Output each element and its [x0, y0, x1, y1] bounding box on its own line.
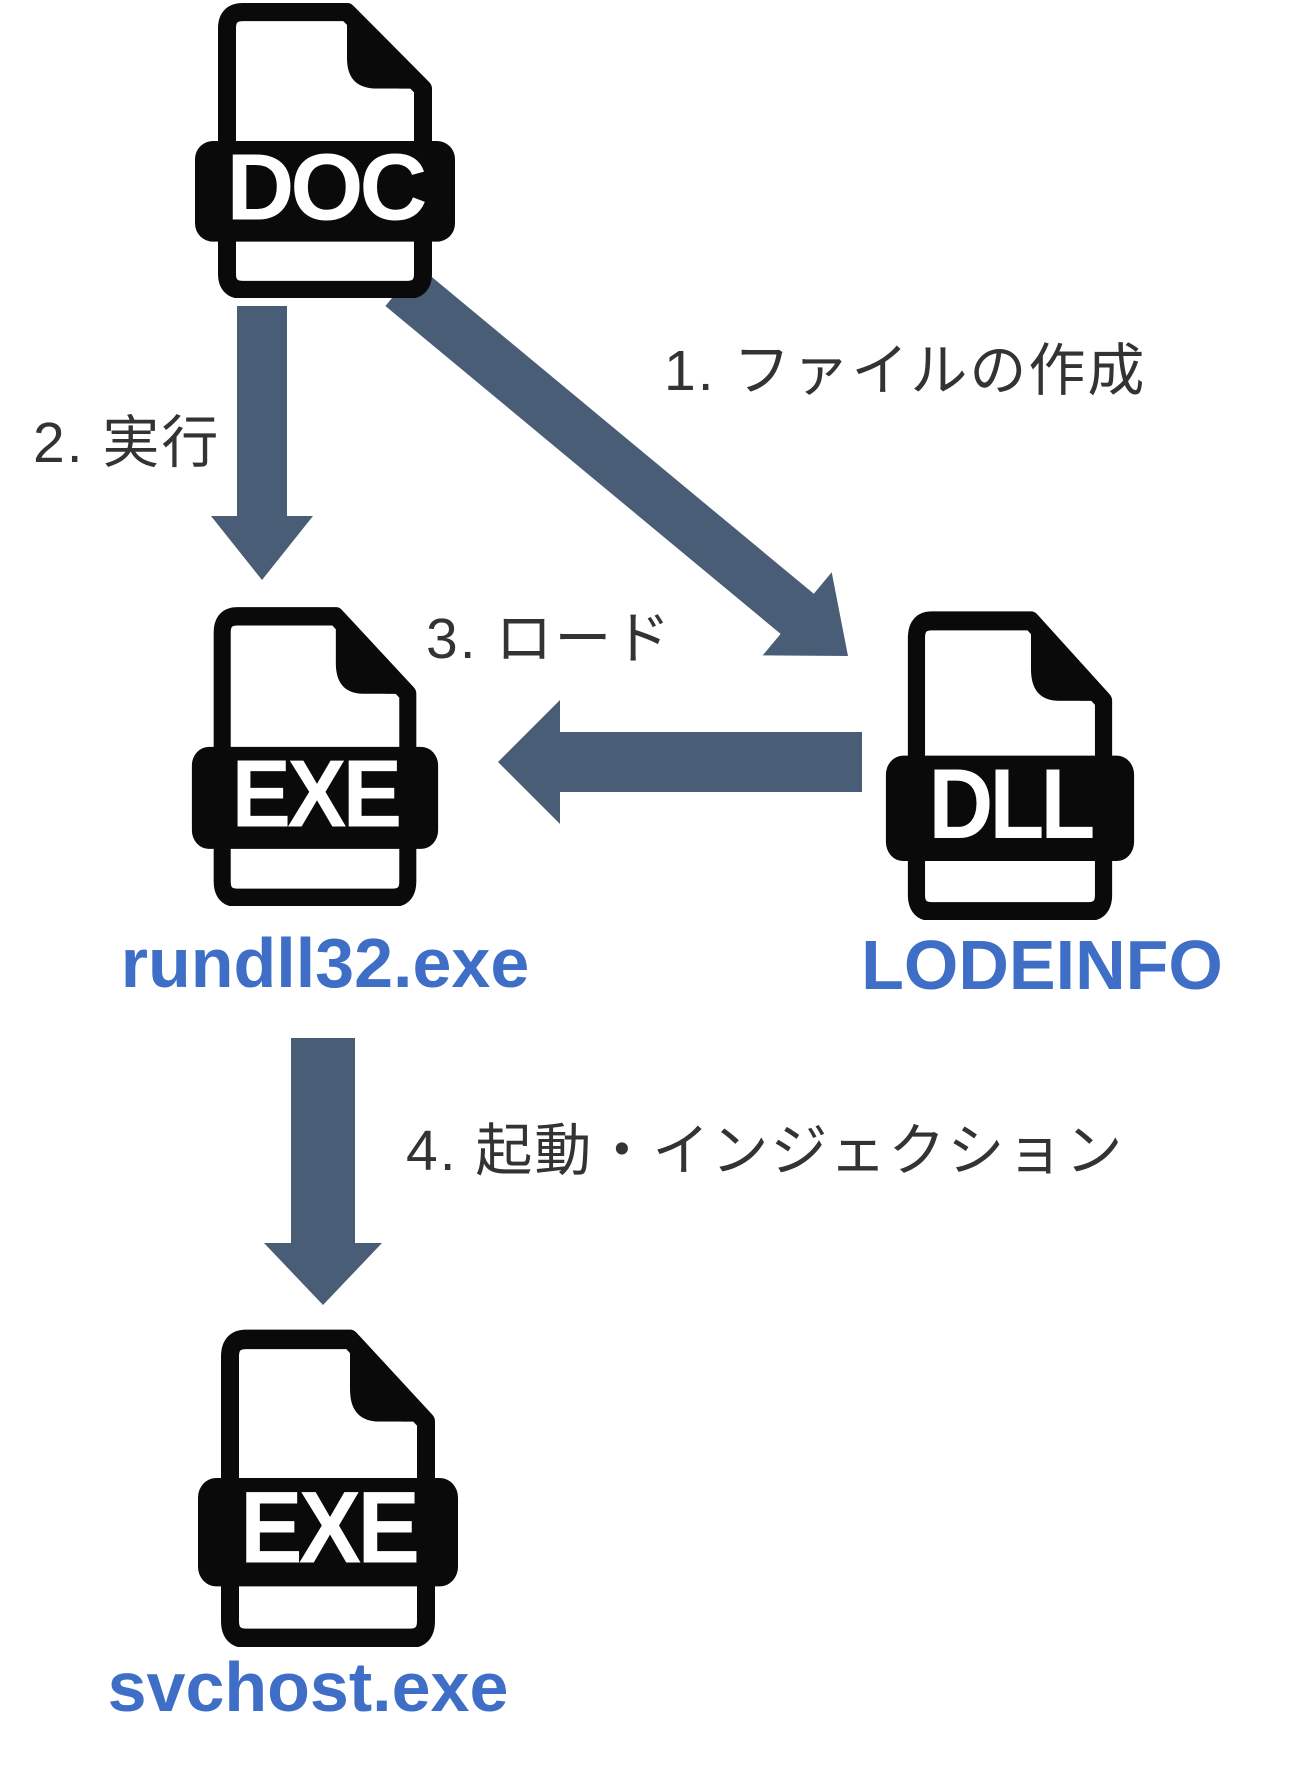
step-2-execute-label: 2. 実行 — [33, 411, 221, 475]
dll-fold-step — [1027, 700, 1081, 720]
arrow-step3-load — [498, 700, 862, 824]
step-3-load-label: 3. ロード — [426, 607, 673, 671]
rundll32-exe-file-icon: EXE — [191, 607, 439, 906]
lodeinfo-dll-file-icon: DLL — [885, 611, 1135, 920]
doc-file-icon: DOC — [195, 3, 455, 298]
dll-fold-corner — [1031, 612, 1112, 701]
doc-badge-banner — [195, 140, 455, 242]
arrow-step2-execute — [211, 306, 313, 580]
exe-loader-badge-label: EXE — [232, 739, 400, 847]
arrow-step1-create-file — [385, 266, 848, 656]
lodeinfo-caption: LODEINFO — [861, 926, 1223, 1004]
rundll32-caption: rundll32.exe — [120, 924, 530, 1002]
dll-badge-banner — [885, 755, 1135, 862]
exe-target-fold-corner — [350, 1330, 434, 1422]
svchost-exe-file-icon: EXE — [198, 1329, 458, 1647]
exe-target-badge-label: EXE — [240, 1470, 417, 1584]
doc-fold-step — [343, 88, 399, 107]
svchost-caption: svchost.exe — [107, 1648, 509, 1726]
exe-loader-badge-banner — [191, 746, 439, 849]
dll-badge-label: DLL — [929, 749, 1093, 860]
exe-target-fold-step — [346, 1421, 402, 1442]
exe-loader-fold-corner — [335, 608, 416, 694]
doc-badge-label: DOC — [227, 134, 426, 239]
exe-target-badge-banner — [198, 1478, 458, 1587]
step-1-create-file-label: 1. ファイルの作成 — [664, 339, 1147, 403]
arrow-step4-inject — [264, 1038, 382, 1305]
exe-loader-fold-step — [332, 693, 386, 713]
step-4-inject-label: 4. 起動・インジェクション — [406, 1119, 1125, 1183]
